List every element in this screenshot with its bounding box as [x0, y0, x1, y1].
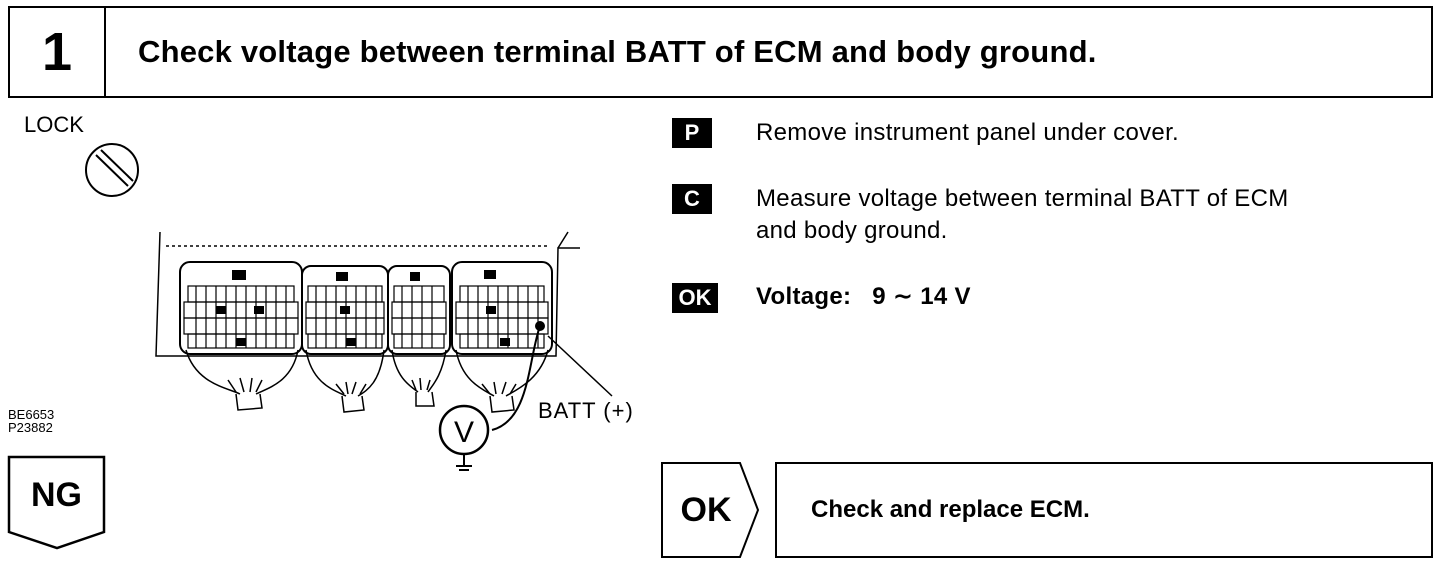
ok-action-text: Check and replace ECM. [811, 496, 1090, 523]
step-title: Check voltage between terminal BATT of E… [138, 34, 1097, 69]
ok-result-box: Check and replace ECM. [775, 462, 1433, 558]
connector-latches [216, 270, 510, 346]
lock-label: LOCK [24, 112, 84, 137]
figure-code: P23882 [8, 420, 53, 435]
instruction-line: and body ground. [756, 217, 948, 244]
voltage-spec: Voltage: 9 ∼ 14 V [756, 283, 971, 310]
svg-text:V: V [454, 416, 474, 449]
instruction-line: Measure voltage between terminal BATT of… [756, 185, 1289, 212]
figure-codes: BE6653 P23882 [8, 408, 54, 434]
voltmeter-probe [491, 321, 613, 431]
ecm-connectors [179, 261, 553, 355]
badge-c: C [672, 184, 712, 214]
connector-pins [183, 285, 549, 349]
badge-ok: OK [672, 283, 718, 313]
ecm-housing [155, 231, 580, 357]
voltmeter-icon: V [438, 404, 490, 471]
instruction-measure-voltage: Measure voltage between terminal BATT of… [756, 183, 1289, 247]
ignition-lock-icon [85, 143, 139, 197]
wire-harness [185, 349, 549, 413]
ng-pentagon-shape [7, 455, 106, 550]
ng-label: NG [31, 475, 82, 514]
step-header: 1 Check voltage between terminal BATT of… [8, 6, 1433, 98]
ok-label: OK [680, 490, 732, 529]
batt-terminal-label: BATT (+) [538, 398, 634, 423]
figure-code: BE6653 [8, 407, 55, 422]
badge-p: P [672, 118, 712, 148]
step-number: 1 [10, 8, 106, 96]
instruction-remove-cover: Remove instrument panel under cover. [756, 119, 1180, 146]
ok-arrow-shape [661, 462, 760, 558]
